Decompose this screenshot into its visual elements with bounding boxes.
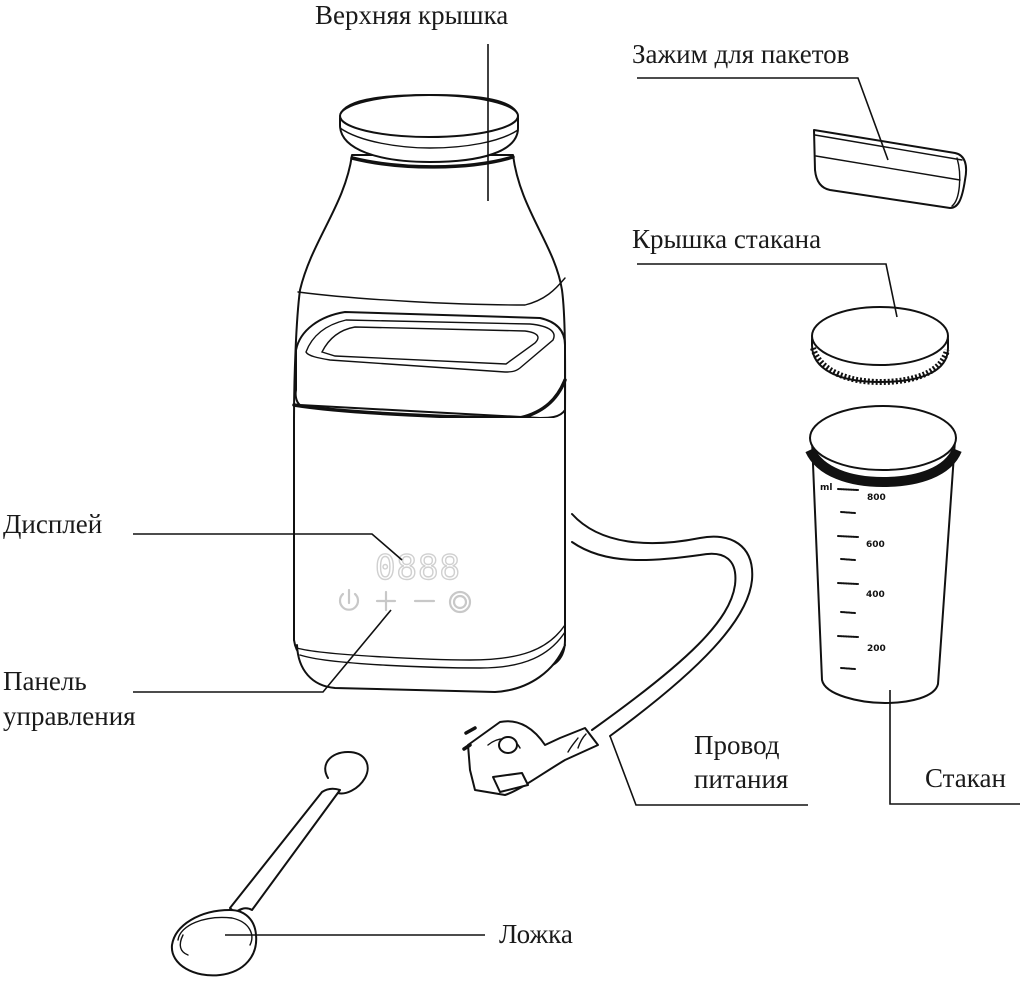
cup-mark-800: 800: [867, 493, 886, 503]
label-power-cord-line1: Провод: [694, 730, 780, 760]
cup-unit-label: ml: [820, 483, 832, 493]
measuring-cup: ml 800 600 400 200: [805, 405, 962, 704]
labels: Верхняя крышка Зажим для пакетов Крышка …: [3, 0, 1006, 949]
label-control-panel-line2: управления: [3, 701, 136, 731]
top-lid: [339, 94, 519, 163]
cup-mark-400: 400: [866, 590, 885, 600]
label-control-panel-line1: Панель: [3, 666, 87, 696]
plus-icon[interactable]: [375, 590, 397, 612]
label-bag-clip: Зажим для пакетов: [632, 39, 849, 69]
display-readout: 0888: [375, 548, 461, 588]
label-power-cord-line2: питания: [694, 764, 788, 794]
cup-mark-600: 600: [866, 540, 885, 550]
label-spoon: Ложка: [499, 919, 573, 949]
spoon: [170, 751, 369, 977]
label-cup-lid: Крышка стакана: [632, 224, 821, 254]
leader-lines: [133, 44, 1020, 936]
bag-clip: [813, 129, 968, 209]
label-display: Дисплей: [3, 509, 102, 539]
appliance-body: [292, 154, 567, 693]
cup-mark-200: 200: [867, 644, 886, 654]
cup-lid: [810, 306, 950, 386]
control-panel: [338, 588, 472, 614]
digital-display: 0888: [374, 547, 461, 588]
power-cord: [462, 513, 754, 796]
label-top-lid: Верхняя крышка: [315, 0, 508, 30]
start-icon[interactable]: [448, 590, 472, 614]
power-icon[interactable]: [338, 588, 360, 611]
label-cup: Стакан: [925, 763, 1006, 793]
cup-scale-ticks: [837, 488, 859, 670]
